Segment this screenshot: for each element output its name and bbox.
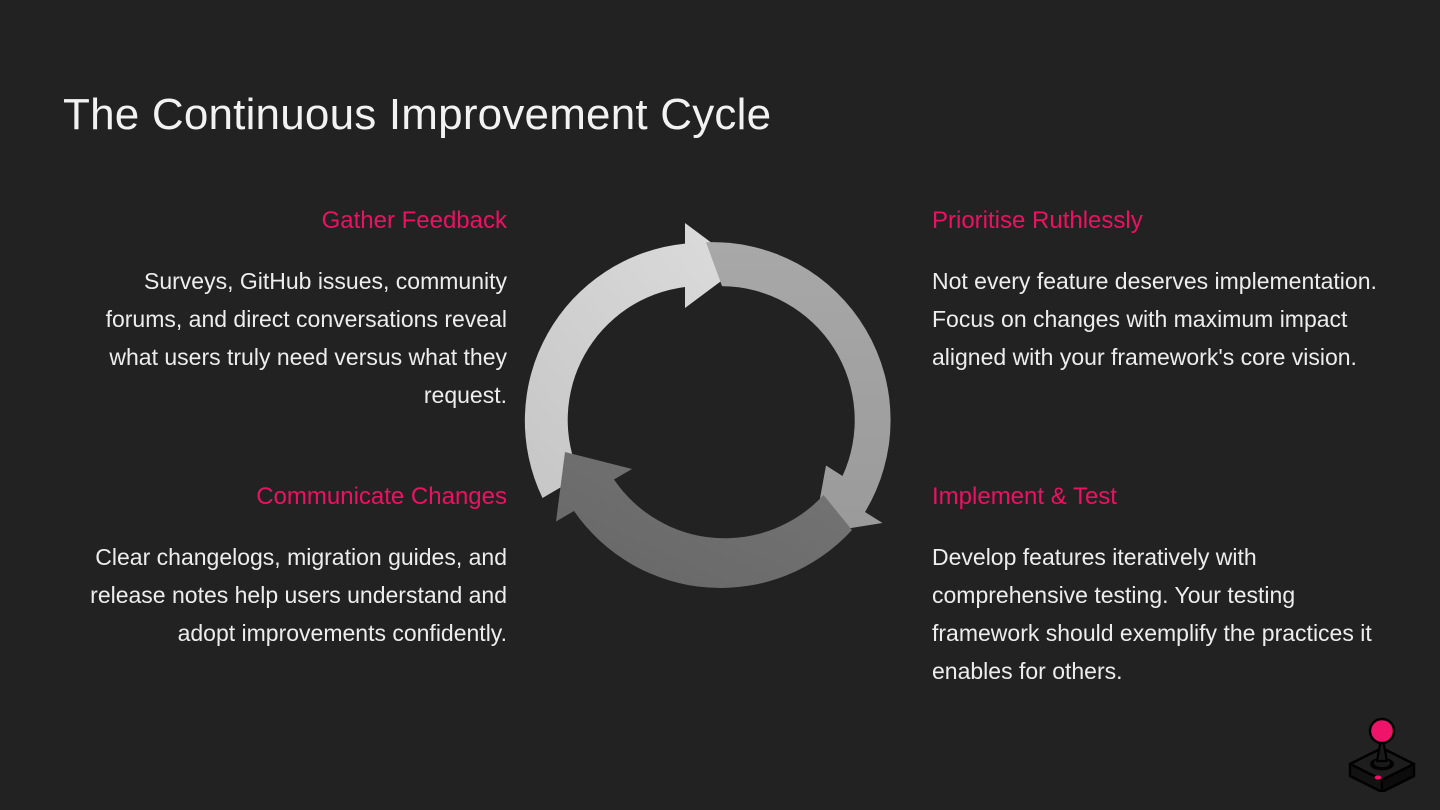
joystick-base-icon <box>1348 746 1416 792</box>
joystick-ball-icon <box>1368 717 1396 745</box>
quadrant-heading-prioritise-ruthlessly: Prioritise Ruthlessly <box>932 207 1143 234</box>
quadrant-body-gather-feedback: Surveys, GitHub issues, community forums… <box>105 268 507 408</box>
cycle-arrow-upper-left <box>524 223 742 498</box>
joystick-stick-icon <box>1375 732 1389 763</box>
cycle-arrow-right <box>706 242 891 534</box>
quadrant-prioritise-ruthlessly: Prioritise Ruthlessly Not every feature … <box>932 206 1377 376</box>
quadrant-heading-implement-and-test: Implement & Test <box>932 483 1117 510</box>
quadrant-gather-feedback: Gather Feedback Surveys, GitHub issues, … <box>62 206 507 414</box>
quadrant-body-implement-and-test: Develop features iteratively with compre… <box>932 544 1372 684</box>
cycle-diagram <box>520 220 920 620</box>
quadrant-heading-communicate-changes: Communicate Changes <box>256 483 507 510</box>
quadrant-implement-and-test: Implement & Test Develop features iterat… <box>932 482 1377 690</box>
quadrant-heading-gather-feedback: Gather Feedback <box>321 207 507 234</box>
joystick-logo <box>1346 714 1418 792</box>
quadrant-communicate-changes: Communicate Changes Clear changelogs, mi… <box>62 482 507 652</box>
quadrant-body-communicate-changes: Clear changelogs, migration guides, and … <box>90 544 507 646</box>
page-title: The Continuous Improvement Cycle <box>63 90 772 139</box>
quadrant-body-prioritise-ruthlessly: Not every feature deserves implementatio… <box>932 268 1377 370</box>
cycle-arrow-bottom-left <box>556 452 852 588</box>
joystick-button-icon <box>1374 775 1382 780</box>
